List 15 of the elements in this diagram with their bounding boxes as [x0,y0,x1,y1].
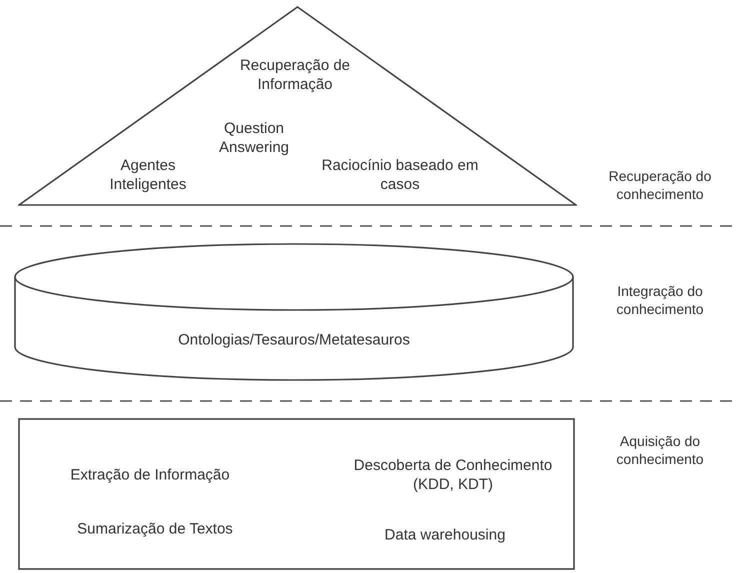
layer-label: Integração do conhecimento [615,282,705,318]
pyramid-shape [18,6,577,206]
item-label: Extração de Informação [70,466,230,484]
cylinder-shape [14,243,574,381]
item-label: Descoberta de Conhecimento (KDD, KDT) [352,456,554,494]
item-label: Agentes Inteligentes [108,156,188,194]
item-label: Sumarização de Textos [76,520,234,538]
item-label: Raciocínio baseado em casos [320,156,480,194]
item-label: Recuperação de Informação [238,56,352,94]
layer-box [18,418,575,570]
layer-label: Aquisição do conhecimento [615,432,705,468]
item-label: Data warehousing [384,526,506,544]
item-label: Ontologias/Tesauros/Metatesauros [177,330,411,350]
layer-label: Recuperação do conhecimento [608,167,712,203]
item-label: Question Answering [218,119,290,157]
